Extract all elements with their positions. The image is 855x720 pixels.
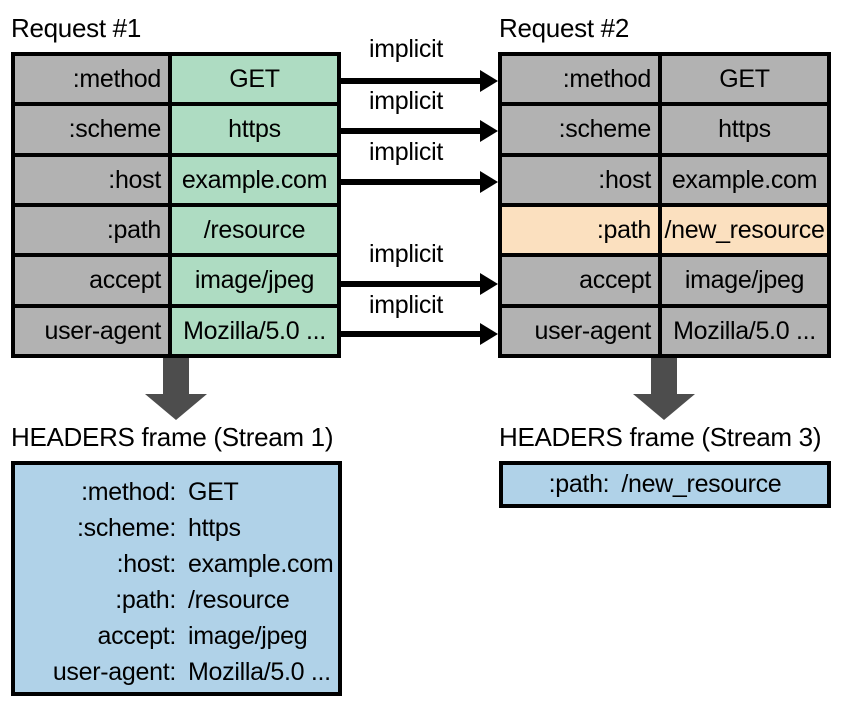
implicit-label: implicit — [369, 138, 443, 166]
header-value: /new_resource — [621, 470, 782, 498]
request-2-table: :method GET :scheme https :host example.… — [498, 52, 831, 358]
header-value: example.com — [188, 550, 334, 578]
headers-frame-2-title: HEADERS frame (Stream 3) — [499, 422, 822, 452]
header-value-cell: https — [662, 106, 827, 153]
header-name-cell: :method — [15, 56, 172, 103]
header-value-cell: /new_resource — [662, 206, 827, 254]
table-row: :scheme https — [15, 106, 337, 157]
implicit-label: implicit — [369, 291, 443, 319]
header-value-cell: GET — [662, 56, 827, 103]
down-arrow-icon-1 — [145, 358, 207, 420]
table-row: :scheme https — [502, 106, 827, 157]
header-name-cell: :host — [502, 156, 662, 203]
header-name-cell: :scheme — [15, 106, 172, 153]
implicit-arrow-icon — [341, 120, 498, 142]
table-row: :host example.com — [502, 156, 827, 207]
request-2-title: Request #2 — [499, 13, 629, 43]
implicit-arrow-icon — [341, 70, 498, 92]
header-value-cell: Mozilla/5.0 ... — [662, 307, 827, 354]
implicit-label: implicit — [369, 87, 443, 115]
table-row: user-agent Mozilla/5.0 ... — [15, 307, 337, 354]
implicit-arrow-icon — [341, 323, 498, 345]
header-name-cell: user-agent — [15, 307, 172, 354]
header-name-cell: accept — [502, 257, 662, 304]
headers-frame-line: :host: example.com — [15, 546, 338, 582]
header-value-cell: https — [172, 106, 337, 153]
header-value: /resource — [188, 586, 290, 614]
header-name: :method: — [81, 478, 176, 506]
headers-frame-line: :path: /resource — [15, 582, 338, 618]
header-value-cell: Mozilla/5.0 ... — [172, 307, 337, 354]
implicit-arrow-icon — [341, 273, 498, 295]
header-value-cell: example.com — [172, 156, 337, 203]
table-row-highlighted: :path /new_resource — [502, 206, 827, 258]
header-name: accept: — [97, 622, 176, 650]
headers-frame-2-box: :path: /new_resource — [499, 461, 831, 508]
header-name-cell: :method — [502, 56, 662, 103]
implicit-label: implicit — [369, 240, 443, 268]
table-row: accept image/jpeg — [15, 257, 337, 308]
table-row: user-agent Mozilla/5.0 ... — [502, 307, 827, 354]
header-value-cell: GET — [172, 56, 337, 103]
headers-frame-line: :method: GET — [15, 474, 338, 510]
implicit-arrow-icon — [341, 171, 498, 193]
header-value-cell: /resource — [172, 206, 337, 254]
headers-frame-line: :scheme: https — [15, 510, 338, 546]
table-row: :method GET — [502, 56, 827, 107]
headers-frame-line: accept: image/jpeg — [15, 618, 338, 654]
header-name-cell: :host — [15, 156, 172, 203]
header-value: image/jpeg — [188, 622, 308, 650]
header-name-cell: accept — [15, 257, 172, 304]
table-row: accept image/jpeg — [502, 257, 827, 308]
request-1-title: Request #1 — [11, 13, 141, 43]
arrow-head — [633, 394, 695, 420]
arrow-shaft — [651, 358, 677, 398]
headers-frame-line: user-agent: Mozilla/5.0 ... — [15, 654, 338, 690]
header-value-cell: example.com — [662, 156, 827, 203]
header-name: user-agent: — [52, 658, 176, 686]
header-name: :host: — [116, 550, 177, 578]
header-name-cell: :scheme — [502, 106, 662, 153]
header-name-cell: :path — [15, 206, 172, 254]
header-value: Mozilla/5.0 ... — [188, 658, 331, 686]
down-arrow-icon-2 — [633, 358, 695, 420]
headers-frame-line: :path: /new_resource — [503, 465, 827, 504]
table-row: :path /resource — [15, 206, 337, 258]
header-value: GET — [188, 478, 239, 506]
table-row: :method GET — [15, 56, 337, 107]
header-name: :path: — [115, 586, 176, 614]
request-1-table: :method GET :scheme https :host example.… — [11, 52, 341, 358]
arrow-head — [145, 394, 207, 420]
header-value-cell: image/jpeg — [172, 257, 337, 304]
header-name: :scheme: — [76, 514, 176, 542]
header-value-cell: image/jpeg — [662, 257, 827, 304]
headers-frame-1-title: HEADERS frame (Stream 1) — [11, 422, 334, 452]
headers-frame-1-box: :method: GET :scheme: https :host: examp… — [11, 461, 342, 696]
arrow-shaft — [163, 358, 189, 398]
header-name-cell: user-agent — [502, 307, 662, 354]
table-row: :host example.com — [15, 156, 337, 207]
header-name: :path: — [548, 470, 610, 498]
header-value: https — [188, 514, 241, 542]
implicit-label: implicit — [369, 35, 443, 63]
header-name-cell: :path — [502, 206, 662, 254]
